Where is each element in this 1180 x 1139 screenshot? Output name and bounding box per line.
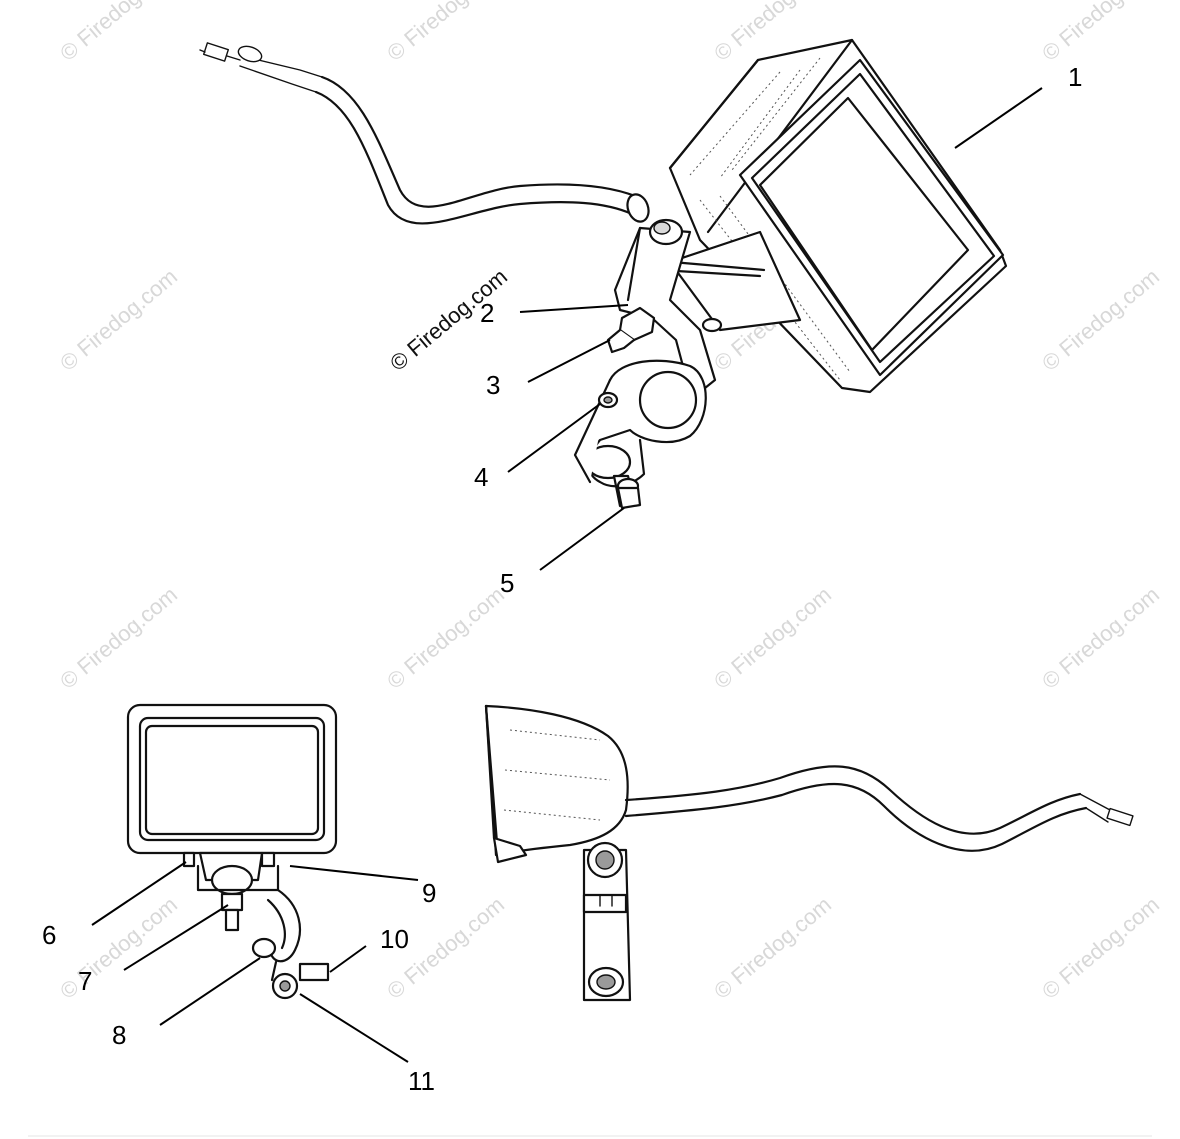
tube-clamp	[573, 359, 707, 488]
watermark-text: © Firedog.com	[55, 0, 182, 66]
watermark-text: © Firedog.com	[55, 264, 182, 376]
watermark-text: © Firedog.com	[709, 582, 836, 694]
leader-lines-top	[507, 87, 1043, 571]
callout-9: 9	[422, 878, 436, 908]
watermark-text: © Firedog.com	[382, 582, 509, 694]
callout-7: 7	[78, 966, 92, 996]
watermark-text: © Firedog.com	[1037, 582, 1164, 694]
worklight-exploded-view	[199, 38, 1008, 510]
watermark-text: © Firedog.com	[1037, 264, 1164, 376]
watermark-text: © Firedog.com	[382, 0, 509, 66]
callout-6: 6	[42, 920, 56, 950]
nut	[606, 306, 656, 354]
watermark-text: © Firedog.com	[55, 582, 182, 694]
callout-2: 2	[480, 298, 494, 328]
callout-8: 8	[112, 1020, 126, 1050]
callout-5: 5	[500, 568, 514, 598]
callout-11: 11	[408, 1066, 435, 1096]
callout-3: 3	[486, 370, 500, 400]
worklight-side-view	[484, 704, 1134, 1002]
clamp-bolt	[612, 474, 642, 510]
callout-labels: 1 2 3 4 5 6 7 8 9 10 11	[42, 62, 1082, 1096]
lamp-housing	[658, 38, 1008, 394]
worklight-front-view	[126, 703, 338, 1000]
watermark-text: © Firedog.com	[55, 892, 182, 1004]
watermark-text: © Firedog.com	[709, 892, 836, 1004]
watermark-text: © Firedog.com	[1037, 892, 1164, 1004]
callout-1: 1	[1068, 62, 1082, 92]
wire-harness	[199, 42, 650, 225]
callout-10: 10	[380, 924, 409, 954]
leader-lines-front	[91, 861, 419, 1063]
callout-4: 4	[474, 462, 488, 492]
watermark-text: © Firedog.com	[1037, 0, 1164, 66]
